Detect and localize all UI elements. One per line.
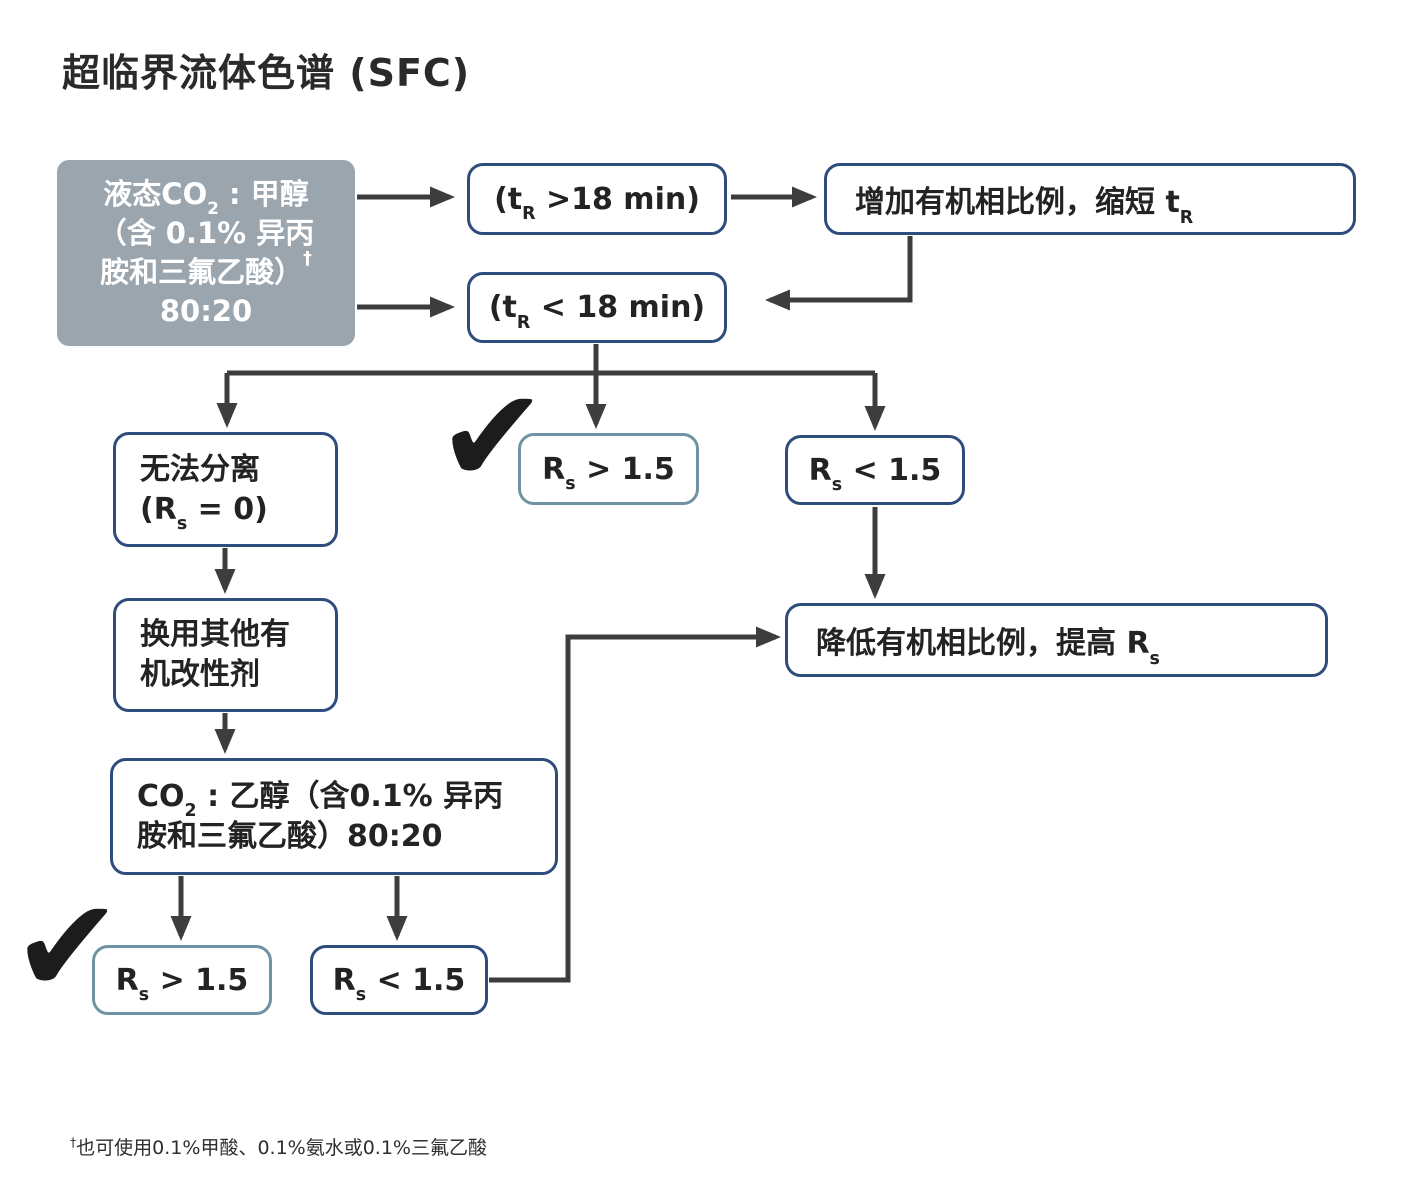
subscript: s (565, 474, 576, 495)
text-part: = 0) (187, 491, 268, 527)
text-part: R (332, 962, 356, 998)
subscript: R (1179, 207, 1194, 228)
subscript: R (516, 312, 531, 333)
node-increase-organic-phase: 增加有机相比例，缩短 tR (824, 163, 1356, 235)
subscript: s (138, 985, 150, 1006)
node-tr-greater-18min: (tR >18 min) (467, 163, 727, 235)
node-switch-organic-modifier: 换用其他有 机改性剂 (113, 598, 338, 712)
text-part: (t (488, 290, 517, 325)
start-line-4: 80:20 (159, 294, 253, 328)
text-part: CO (137, 778, 185, 814)
subscript: R (522, 204, 536, 225)
footnote-text: 也可使用0.1%甲酸、0.1%氨水或0.1%三氟乙酸 (76, 1137, 487, 1159)
node-tr-less-18min: (tR < 18 min) (467, 272, 727, 343)
text-part: : 乙醇（含0.1% 异丙 (196, 778, 504, 814)
subscript: s (176, 514, 188, 535)
text-line: 胺和三氟乙酸）80:20 (137, 818, 443, 854)
node-start-liquid-co2-methanol: 液态CO2 : 甲醇 （含 0.1% 异丙 胺和三氟乙酸）† 80:20 (57, 160, 355, 346)
start-line-2: （含 0.1% 异丙 (97, 216, 315, 250)
page-title: 超临界流体色谱 (SFC) (62, 51, 471, 95)
node-label: (tR >18 min) (494, 181, 700, 224)
node-co2-ethanol: CO2 : 乙醇（含0.1% 异丙 胺和三氟乙酸）80:20 (110, 758, 558, 875)
text-part: (R (140, 491, 177, 527)
dagger-mark: † (303, 248, 312, 269)
text-part: > 1.5 (575, 451, 675, 487)
text-part: < 18 min) (530, 290, 706, 325)
node-label: 无法分离 (Rs = 0) (140, 450, 268, 534)
node-rs-greater-1-5-bottom: Rs > 1.5 (92, 945, 272, 1015)
node-label: 增加有机相比例，缩短 tR (855, 177, 1193, 227)
text-part: 降低有机相比例，提高 R (816, 626, 1150, 661)
arrow-increase-to-trlt (765, 236, 913, 311)
text-line: 机改性剂 (140, 657, 260, 692)
node-label: CO2 : 乙醇（含0.1% 异丙 胺和三氟乙酸）80:20 (137, 777, 503, 857)
node-label: (tR < 18 min) (488, 290, 706, 332)
text-part: < 1.5 (842, 452, 942, 488)
start-line-1: 液态CO2 : 甲醇 (57, 175, 355, 217)
node-label: Rs < 1.5 (808, 452, 942, 495)
text-part: R (808, 452, 832, 488)
footnote: †也可使用0.1%甲酸、0.1%氨水或0.1%三氟乙酸 (70, 1133, 487, 1160)
text-part: R (542, 451, 566, 487)
text-line: 无法分离 (140, 451, 260, 487)
node-rs-greater-1-5-mid: Rs > 1.5 (518, 433, 699, 505)
node-reduce-organic-phase: 降低有机相比例，提高 Rs (785, 603, 1328, 677)
node-rs-less-1-5-bottom: Rs < 1.5 (310, 945, 488, 1015)
node-label: 降低有机相比例，提高 Rs (816, 618, 1160, 668)
text-part: R (115, 962, 139, 998)
node-cannot-separate: 无法分离 (Rs = 0) (113, 432, 338, 547)
subscript: s (831, 475, 843, 496)
dagger-mark: † (70, 1135, 77, 1150)
node-label: 换用其他有 机改性剂 (140, 615, 290, 695)
start-line-3: 胺和三氟乙酸）† (57, 250, 355, 292)
subscript: s (1149, 648, 1160, 669)
text-line: 换用其他有 (140, 617, 290, 652)
node-label: Rs > 1.5 (115, 962, 249, 1005)
node-label: Rs < 1.5 (332, 962, 466, 1005)
text-part: 液态CO (103, 177, 208, 211)
text-part: >18 min) (535, 181, 700, 217)
node-label: Rs > 1.5 (542, 451, 675, 494)
subscript: s (355, 985, 367, 1006)
subscript: 2 (207, 198, 219, 219)
text-part: > 1.5 (149, 962, 249, 998)
text-part: < 1.5 (366, 962, 466, 998)
text-part: : 甲醇 (218, 177, 309, 211)
node-rs-less-1-5-mid: Rs < 1.5 (785, 435, 965, 505)
subscript: 2 (184, 801, 197, 822)
text-line: CO2 : 乙醇（含0.1% 异丙 (137, 777, 504, 821)
text-part: (t (494, 181, 523, 217)
text-part: 增加有机相比例，缩短 t (855, 185, 1180, 220)
text-line: (Rs = 0) (140, 490, 268, 534)
text-part: 胺和三氟乙酸） (100, 255, 304, 289)
